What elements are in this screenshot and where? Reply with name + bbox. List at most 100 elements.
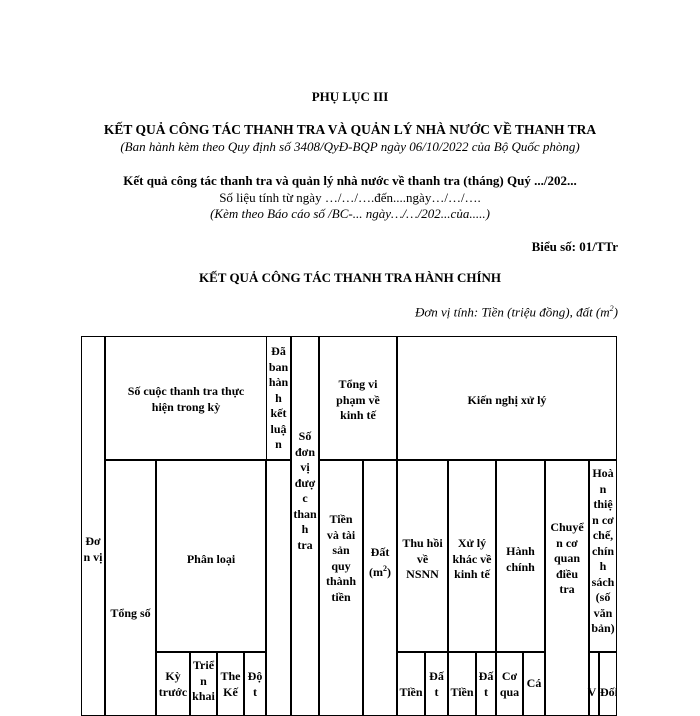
appendix-label: PHỤ LỤC III xyxy=(311,89,389,104)
txt-line: thiệ xyxy=(593,497,613,511)
col-da-ban-hanh: Đã ban hàn h kết luậ n xyxy=(266,344,291,453)
txt-line: kinh tế xyxy=(454,567,490,581)
txt-line: n vị xyxy=(83,549,103,564)
form-number: Biểu số: 01/TTr xyxy=(531,239,618,254)
cell-tong-vi-pham xyxy=(318,336,397,460)
txt-line: Kỳ xyxy=(165,669,181,683)
txt-line: n xyxy=(599,481,607,496)
txt-line: than xyxy=(293,506,317,521)
cell-da-ban-hanh-body xyxy=(265,459,291,716)
col-co-quan: Cơ qua xyxy=(496,669,523,700)
txt-line: Tổng vi xyxy=(338,377,378,391)
cell-vu xyxy=(588,651,599,716)
txt-line: kết xyxy=(270,406,287,420)
dat-close: ) xyxy=(387,564,391,579)
cell-hanh-chinh xyxy=(495,459,545,652)
txt-line: hiện trong kỳ xyxy=(151,399,221,414)
col-tien-a: Tiền xyxy=(397,685,425,701)
cell-kien-nghi xyxy=(396,336,617,460)
txt-line: Đất xyxy=(370,545,390,559)
cell-tong-so xyxy=(104,459,156,716)
txt-line: về xyxy=(416,551,429,566)
cell-xu-ly-khac xyxy=(447,459,496,652)
col-hoan-thien: Hoà n thiệ n cơ chế, chín h sách (số văn… xyxy=(589,466,617,637)
txt-line: Hành xyxy=(506,544,535,558)
col-chuyen-co-quan: Chuyể n cơ quan điều tra xyxy=(545,520,589,598)
cell-tien-a xyxy=(396,651,425,716)
report-table: Đơ n vị Số cuộc thanh tra thực hiện tron… xyxy=(81,336,617,716)
col-trien-khai: Triể n khai xyxy=(190,658,217,705)
col-thu-hoi: Thu hồi về NSNN xyxy=(397,536,448,583)
col-tong-so: Tổng số xyxy=(105,606,156,622)
dat-unit: (m xyxy=(369,564,383,579)
txt-line: h xyxy=(599,559,607,573)
col-phan-loai: Phân loại xyxy=(156,552,266,568)
cell-doi xyxy=(598,651,617,716)
txt-line: ban xyxy=(268,359,289,374)
cell-thu-hoi xyxy=(396,459,448,652)
txt-line: (số xyxy=(595,590,611,604)
txt-line: t xyxy=(253,684,257,699)
dat-sup: 2 xyxy=(383,563,387,573)
txt-line: n xyxy=(275,437,282,451)
txt-line: tra xyxy=(559,582,575,596)
txt-line: Thu hồi xyxy=(402,536,443,550)
txt-line: Tiền xyxy=(329,512,353,526)
txt-line: n cơ xyxy=(556,535,578,550)
txt-line: hàn xyxy=(268,375,289,389)
txt-line: sản xyxy=(332,543,350,557)
txt-line: h xyxy=(275,390,282,405)
col-theo-ke: The Kế xyxy=(217,669,244,700)
txt-line: đượ xyxy=(294,475,316,490)
txt-line: The xyxy=(220,669,241,683)
data-period: Số liệu tính từ ngày …/…/….đến....ngày…/… xyxy=(219,190,481,205)
txt-line: Kế xyxy=(223,684,238,699)
txt-line: Phân loại xyxy=(186,552,236,566)
txt-line: c xyxy=(302,491,308,505)
col-ky-truoc: Kỳ trước xyxy=(156,669,190,700)
txt-line: Số xyxy=(298,429,312,443)
txt-line: Tổng số xyxy=(110,606,151,620)
col-kien-nghi: Kiến nghị xử lý xyxy=(397,393,617,409)
txt-line: đơn xyxy=(295,444,315,459)
txt-line: n xyxy=(200,673,207,688)
txt-line: và tài xyxy=(326,527,356,542)
txt-line: sách xyxy=(591,574,615,589)
txt-line: kinh tế xyxy=(340,408,376,422)
cell-dat xyxy=(362,459,397,716)
txt-line: Đấ xyxy=(429,669,444,683)
txt-line: thành xyxy=(325,574,357,588)
col-don-vi: Đơ n vị xyxy=(81,534,105,565)
txt-line: Đối xyxy=(600,685,617,699)
col-dot-xuat: Độ t xyxy=(244,669,266,700)
col-dat-a: Đấ t xyxy=(425,669,448,700)
cell-hoan-thien xyxy=(588,459,617,652)
unit-label: Đơn vị tính: Tiền (triệu đồng), đất (m xyxy=(414,304,610,320)
txt-line: Xử lý xyxy=(457,536,487,550)
txt-line: tiền xyxy=(331,589,351,604)
txt-line: t xyxy=(484,684,488,699)
section-title: KẾT QUẢ CÔNG TÁC THANH TRA HÀNH CHÍNH xyxy=(198,270,502,285)
txt-line: điều xyxy=(555,566,578,581)
txt-line: tra xyxy=(297,537,313,552)
unit-note: Đơn vị tính: Tiền (triệu đồng), đất (m2) xyxy=(415,304,618,320)
col-hanh-chinh: Hành chính xyxy=(496,544,545,575)
txt-line: chín xyxy=(591,543,614,558)
col-so-cuoc: Số cuộc thanh tra thực hiện trong kỳ xyxy=(105,384,267,415)
txt-line: vị xyxy=(300,460,310,474)
txt-line: Đấ xyxy=(478,669,494,683)
col-so-don-vi: Số đơn vị đượ c than h tra xyxy=(291,429,319,553)
cell-don-vi xyxy=(81,336,105,716)
txt-line: quan xyxy=(553,551,581,565)
cell-da-ban-hanh xyxy=(265,336,291,460)
txt-line: quy xyxy=(331,558,351,573)
txt-line: NSNN xyxy=(406,567,439,581)
txt-line: (m2) xyxy=(363,561,397,581)
txt-line: Đã xyxy=(271,344,286,358)
txt-line: Số cuộc thanh tra thực xyxy=(127,384,245,398)
document-title: KẾT QUẢ CÔNG TÁC THANH TRA VÀ QUẢN LÝ NH… xyxy=(103,122,597,137)
txt-line: h xyxy=(301,522,309,536)
txt-line: V xyxy=(587,685,597,699)
attached-note: (Kèm theo Báo cáo số /BC-... ngày…/…/202… xyxy=(210,206,490,221)
txt-line: n cơ xyxy=(592,512,614,527)
